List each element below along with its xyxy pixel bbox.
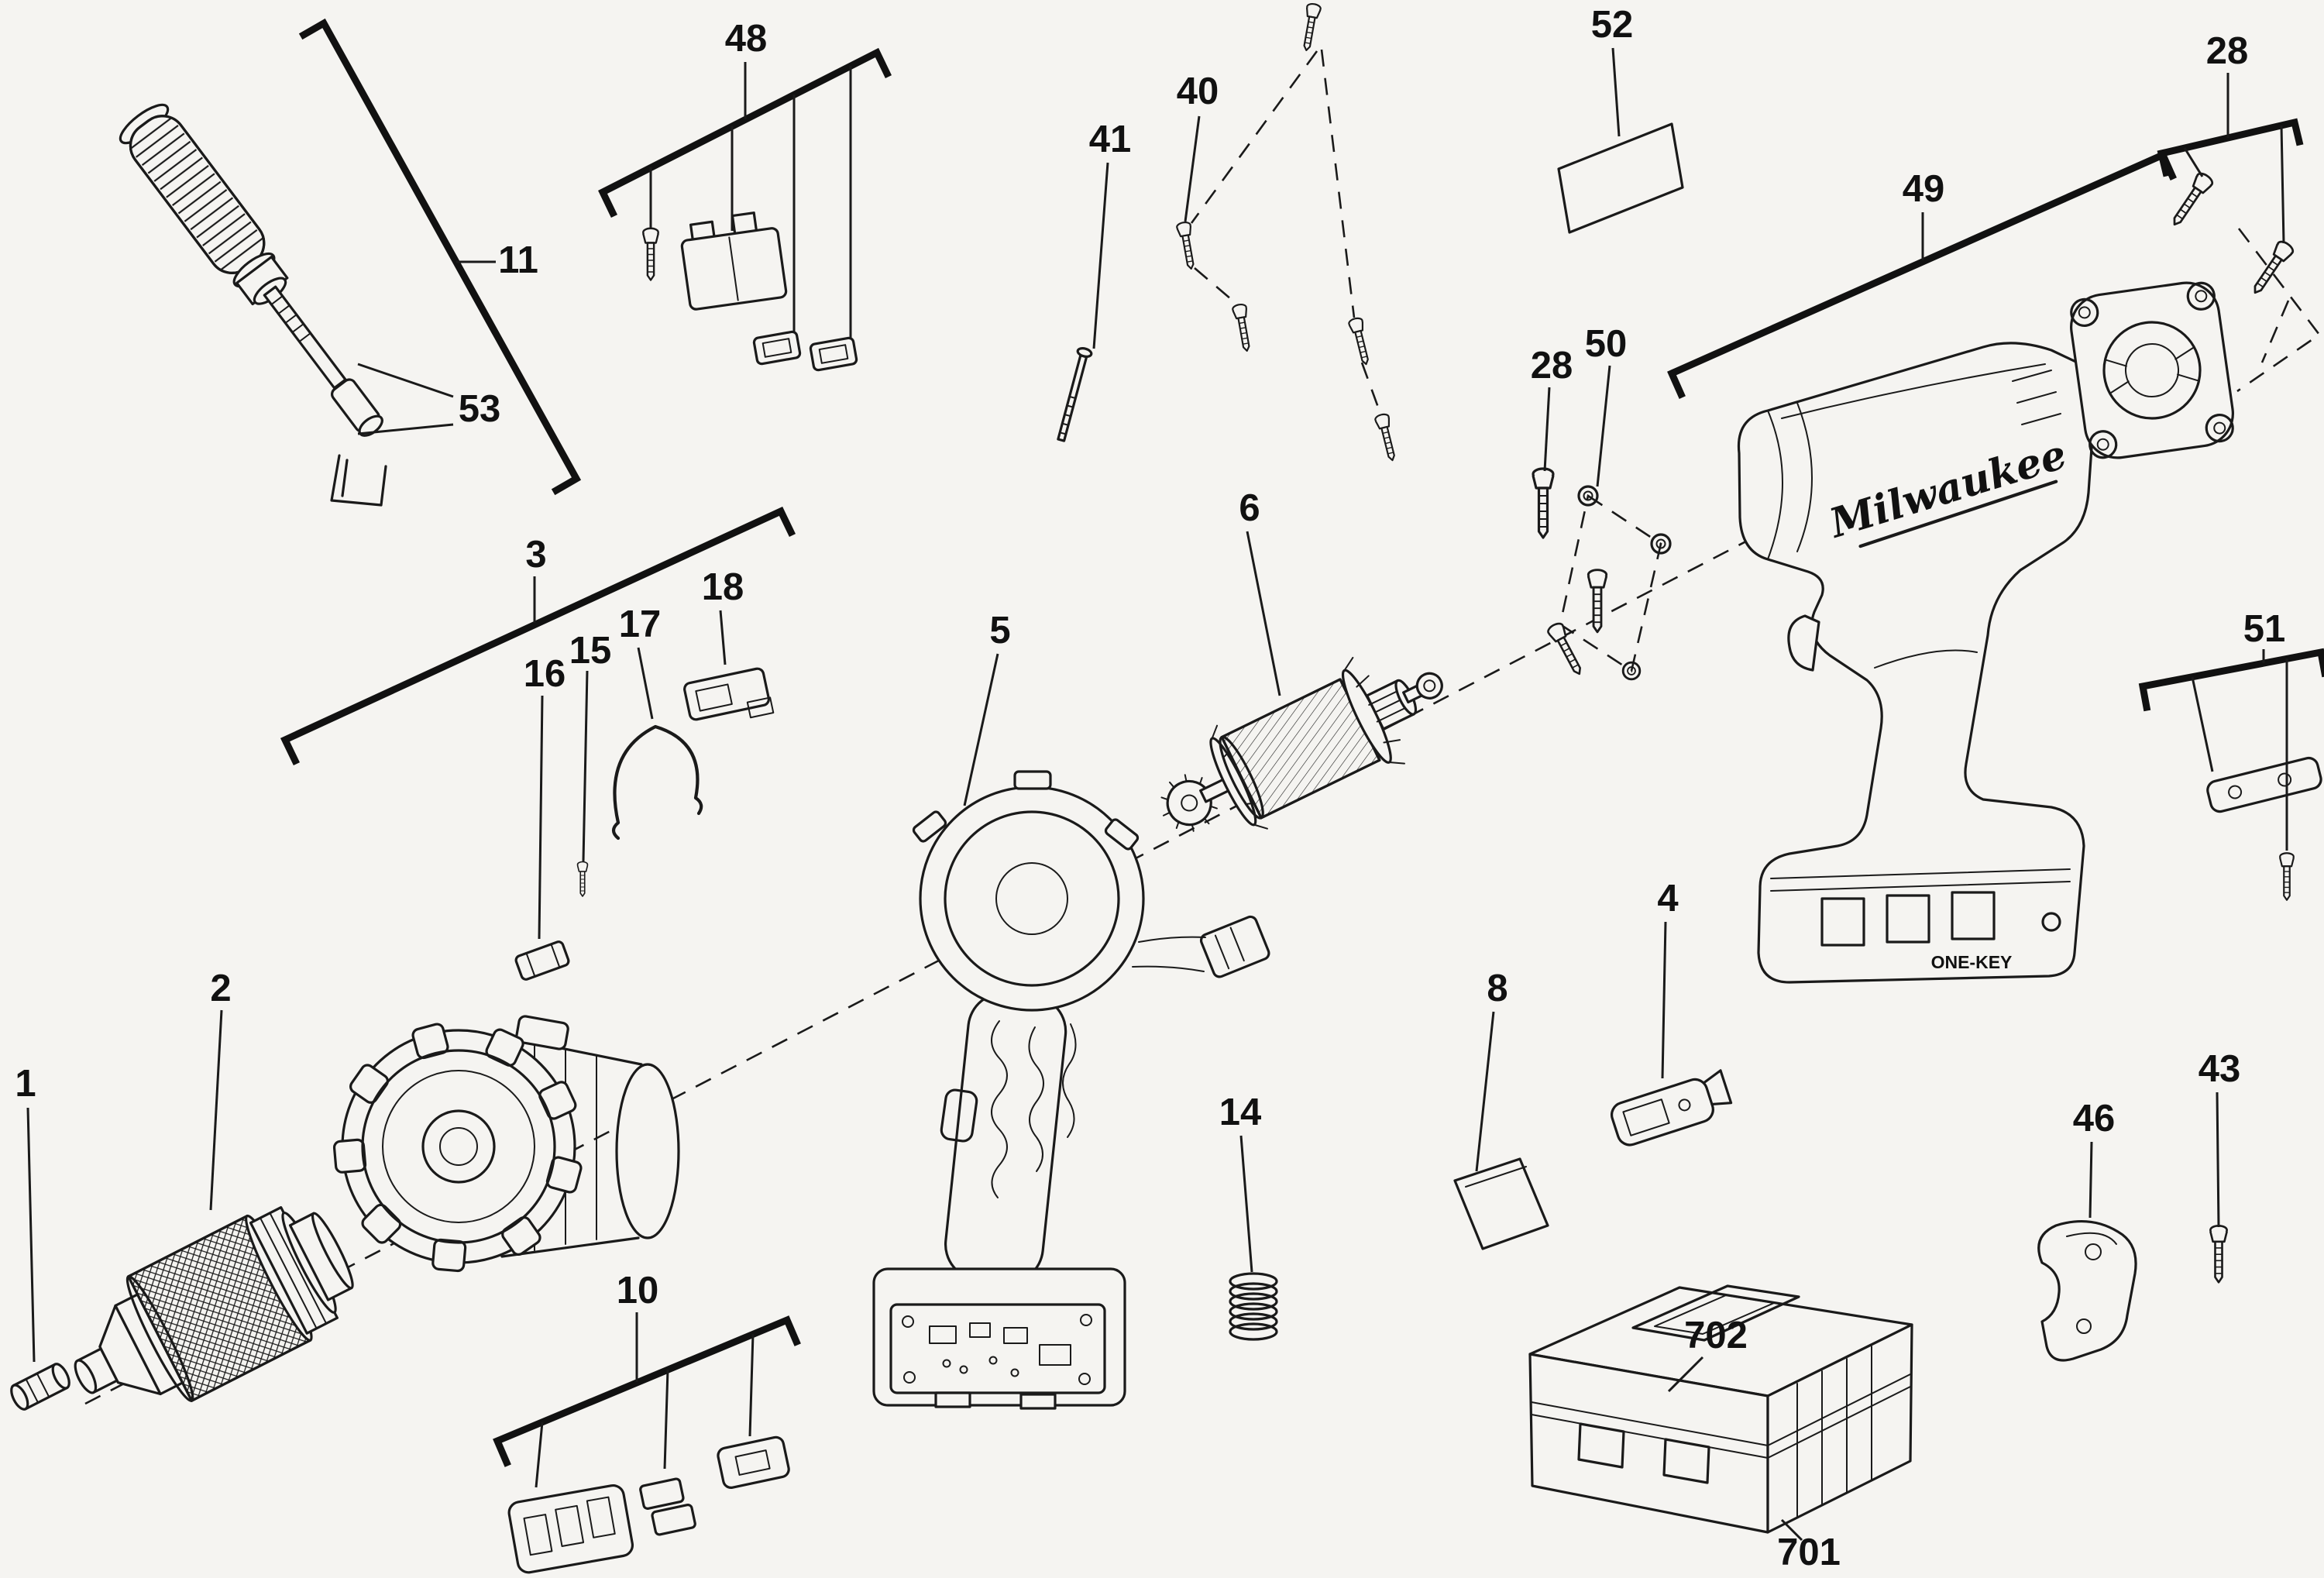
callout-41-label: 41 — [1089, 119, 1132, 160]
callout-702-label: 702 — [1684, 1315, 1748, 1356]
callout-28-right-bracket — [2157, 73, 2304, 244]
part-6-armature — [1160, 656, 1443, 832]
callout-28-left-label: 28 — [1531, 345, 1573, 387]
callout-17-label: 17 — [619, 603, 662, 645]
part-18-bracket — [683, 667, 775, 721]
part-40-dashed-lines — [1190, 49, 1382, 414]
callout-6-label: 6 — [1239, 487, 1260, 529]
part-11-side-handle — [119, 103, 387, 507]
part-51-plate-kit — [2206, 756, 2322, 901]
callout-40-label: 40 — [1177, 70, 1219, 112]
callout-51-bracket — [2138, 648, 2324, 851]
callout-1-label: 1 — [15, 1063, 36, 1105]
callout-28-right-label: 28 — [2206, 30, 2249, 72]
gearbox-collar-segments — [332, 1023, 583, 1273]
callout-46-label: 46 — [2073, 1098, 2116, 1140]
part-15-screw — [576, 861, 589, 897]
part-2-chuck — [74, 1206, 354, 1402]
part-43-screw — [2209, 1224, 2228, 1284]
callout-3-label: 3 — [525, 534, 546, 576]
part-50-dashed-lines — [1559, 493, 1662, 673]
callout-10-bracket — [493, 1312, 801, 1488]
callout-43-label: 43 — [2199, 1048, 2241, 1090]
callout-48-label: 48 — [725, 18, 768, 60]
part-17-wire-clip — [611, 724, 703, 841]
callout-701-label: 701 — [1777, 1532, 1841, 1573]
callout-15-label: 15 — [569, 630, 612, 672]
callout-51-label: 51 — [2243, 608, 2286, 650]
simple-leaders — [26, 47, 2220, 1542]
callout-16-label: 16 — [524, 653, 566, 695]
callout-18-label: 18 — [702, 566, 744, 608]
callout-48-bracket — [598, 47, 892, 338]
callout-4-label: 4 — [1657, 878, 1678, 920]
part-48-contact-kit — [642, 211, 858, 372]
part-14-spring — [1229, 1272, 1278, 1341]
callout-53-label: 53 — [459, 388, 501, 430]
callout-11-label: 11 — [498, 239, 538, 281]
callout-11-bracket — [298, 18, 582, 496]
callout-50-label: 50 — [1585, 323, 1628, 365]
callout-52-label: 52 — [1591, 4, 1634, 46]
part-28-right-dashed-lines — [2236, 228, 2321, 393]
rear-bearing-cap — [2070, 281, 2234, 459]
part-49-handle-housing: Milwaukee ONE-KEY — [1737, 342, 2096, 984]
callout-labels: 1 2 3 4 5 6 8 10 11 14 15 16 17 18 28 28… — [15, 4, 2285, 1573]
part-10-contact-kit — [507, 1435, 790, 1574]
one-key-badge: ONE-KEY — [1931, 952, 2013, 972]
part-52-label-plate — [1557, 122, 1684, 234]
part-41-screw — [1057, 347, 1093, 442]
part-5-motor-housing — [872, 770, 1270, 1410]
callout-49-label: 49 — [1903, 168, 1945, 210]
part-1-bit-holder — [10, 1363, 70, 1411]
callout-10-label: 10 — [617, 1270, 659, 1312]
callout-14-label: 14 — [1219, 1092, 1262, 1133]
callout-5-label: 5 — [989, 610, 1010, 651]
callout-2-label: 2 — [210, 968, 231, 1009]
callout-3-bracket — [280, 507, 796, 766]
case-701 — [1528, 1284, 1913, 1534]
part-8-plate — [1453, 1157, 1549, 1250]
part-46-belt-clip — [2037, 1219, 2137, 1362]
part-16-clip — [514, 940, 570, 981]
part-28-left-screw — [1532, 467, 1555, 539]
callout-8-label: 8 — [1487, 968, 1508, 1009]
part-3-gearbox — [332, 1015, 680, 1273]
part-4-latch — [1610, 1069, 1733, 1147]
callout-53-leader — [357, 363, 454, 435]
